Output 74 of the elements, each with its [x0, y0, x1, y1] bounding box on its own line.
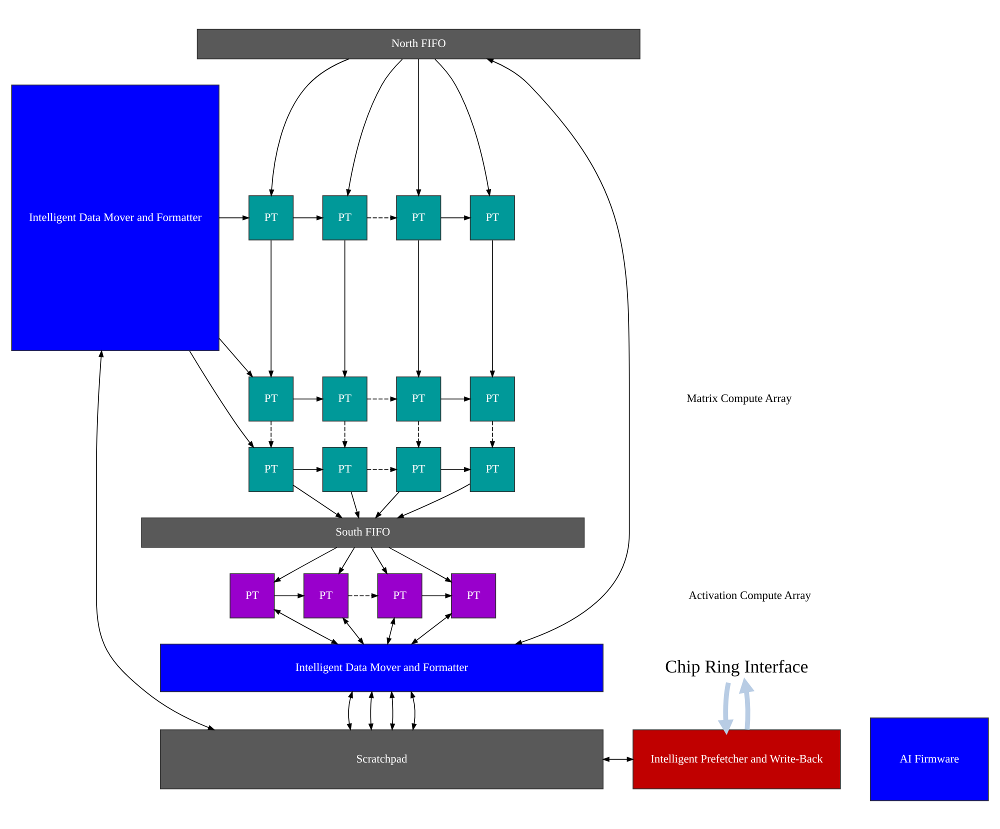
arrow	[366, 214, 398, 220]
arrow	[738, 677, 755, 730]
arrow	[434, 58, 492, 196]
arrow	[416, 420, 422, 448]
arrow	[410, 612, 452, 644]
node-box: PT	[248, 446, 294, 492]
node-box: Intelligent Prefetcher and Write-Back	[632, 728, 841, 789]
arrow	[486, 58, 630, 644]
node-box: PT	[248, 194, 294, 240]
arrow	[96, 349, 216, 730]
node-box: Intelligent Data Mover and Formatter	[160, 643, 604, 692]
arrow	[410, 690, 417, 730]
arrow	[273, 608, 339, 644]
arrow	[348, 592, 379, 598]
arrow	[292, 214, 324, 220]
arrow	[292, 396, 324, 402]
arrow	[218, 214, 250, 220]
node-box: PT	[396, 194, 442, 240]
arrow	[292, 484, 343, 518]
arrow	[274, 592, 306, 598]
arrow	[390, 690, 396, 730]
node-box: PT	[322, 194, 368, 240]
node-box: South FIFO	[141, 516, 585, 548]
arrow	[602, 756, 634, 762]
label: Activation Compute Array	[688, 589, 811, 602]
arrow	[268, 420, 274, 448]
arrow	[368, 690, 374, 730]
arrow	[440, 396, 472, 402]
arrow	[440, 466, 472, 472]
node-text: Chip Ring Interface	[665, 656, 808, 676]
arrow	[342, 616, 364, 644]
arrow	[366, 466, 398, 472]
arrow	[189, 350, 254, 448]
arrow	[292, 466, 324, 472]
node-box: Scratchpad	[160, 728, 604, 789]
node-box: PT	[322, 376, 368, 422]
arrow	[342, 239, 348, 378]
arrow	[366, 396, 398, 402]
arrow	[416, 58, 422, 196]
node-box: PT	[377, 572, 422, 618]
arrow	[346, 690, 353, 730]
arrow	[396, 482, 470, 518]
node-box: PT	[470, 194, 515, 240]
arrow	[268, 239, 274, 378]
arrow	[718, 682, 734, 734]
arrow	[346, 58, 403, 196]
arrow	[218, 338, 254, 378]
label: Matrix Compute Array	[686, 392, 792, 405]
node-box: AI Firmware	[870, 717, 989, 801]
node-box: Intelligent Data Mover and Formatter	[11, 84, 220, 351]
arrow	[440, 214, 472, 220]
node-box: PT	[396, 376, 442, 422]
node-box: PT	[396, 446, 442, 492]
arrow	[370, 546, 388, 574]
arrow	[350, 490, 360, 518]
node-box: PT	[303, 572, 349, 618]
arrow	[338, 546, 355, 574]
arrow	[386, 616, 396, 645]
arrow	[374, 490, 400, 518]
node-box: PT	[451, 572, 496, 618]
node-box: North FIFO	[196, 28, 640, 59]
node-box: PT	[470, 376, 515, 422]
arrow	[490, 239, 495, 378]
arrow	[416, 239, 422, 378]
arrow	[388, 546, 452, 582]
arrow	[342, 420, 348, 448]
node-box: PT	[470, 446, 515, 492]
arrow	[273, 546, 338, 582]
node-box: PT	[322, 446, 368, 492]
arrow	[269, 58, 350, 196]
arrow	[422, 592, 453, 598]
arrow	[490, 420, 495, 448]
node-box: PT	[248, 376, 294, 422]
node-box: PT	[230, 572, 275, 618]
